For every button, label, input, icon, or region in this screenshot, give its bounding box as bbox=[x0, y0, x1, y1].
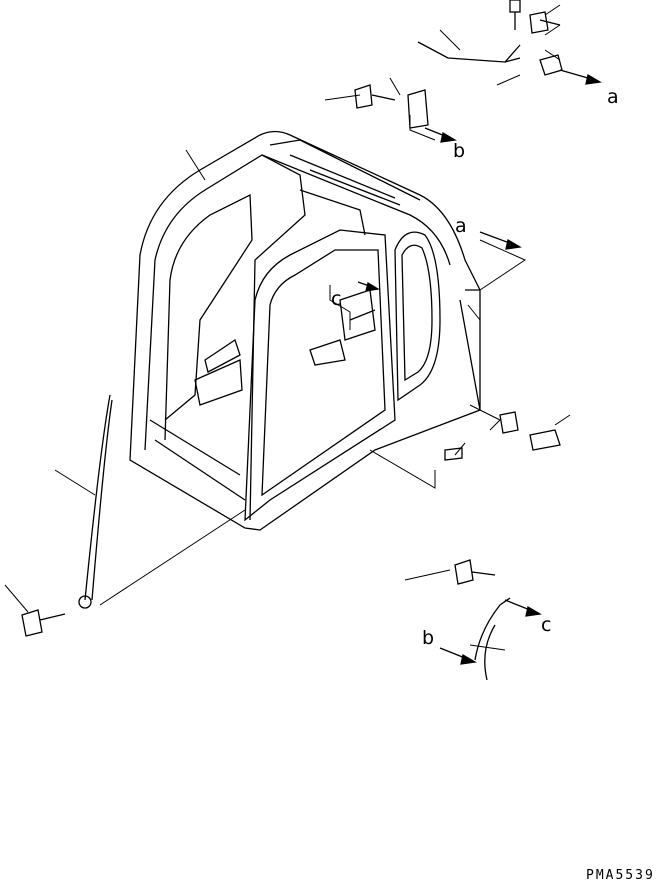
arrow-label-b: b bbox=[422, 627, 435, 649]
arrow-label-b: b bbox=[453, 140, 466, 162]
arrow-label-a: a bbox=[455, 215, 467, 237]
arrow-label-c: c bbox=[541, 614, 552, 636]
hardware-parts bbox=[21, 0, 563, 681]
leader-lines bbox=[4, 4, 571, 651]
arrow-label-a: a bbox=[607, 86, 619, 108]
arrows bbox=[357, 69, 602, 665]
drawing-code: PMA5539 bbox=[586, 868, 655, 883]
cab-frame bbox=[129, 130, 481, 531]
arrow-label-c: c bbox=[331, 288, 342, 310]
